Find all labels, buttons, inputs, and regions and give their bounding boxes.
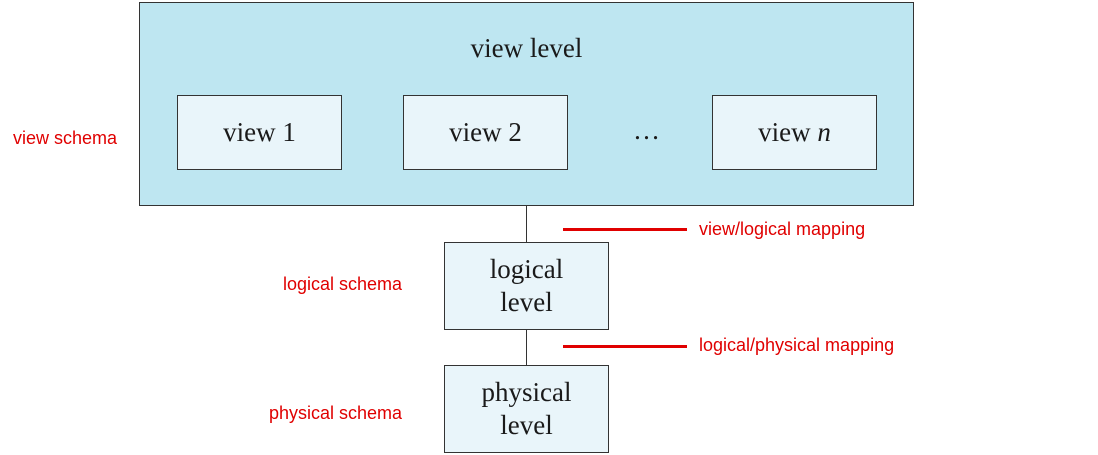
view-logical-mapping-line <box>563 228 687 231</box>
logical-level-line1: logical <box>489 254 564 284</box>
views-ellipsis: … <box>633 115 663 145</box>
connector-view-logical <box>526 206 527 242</box>
view-level-title: view level <box>470 33 583 63</box>
view-2-box: view 2 <box>403 95 568 170</box>
view-n-box: view n <box>712 95 877 170</box>
physical-schema-label: physical schema <box>269 403 403 423</box>
physical-level-line1: physical <box>481 377 572 407</box>
view-n-prefix: view <box>758 117 818 147</box>
view-2-label: view 2 <box>449 117 522 147</box>
view-1-box: view 1 <box>177 95 342 170</box>
view-n-variable: n <box>817 117 831 147</box>
logical-schema-label: logical schema <box>283 274 403 294</box>
view-1-label: view 1 <box>223 117 296 147</box>
logical-physical-mapping-label: logical/physical mapping <box>699 335 895 355</box>
logical-level-box: logical level <box>444 242 609 330</box>
view-logical-mapping-label: view/logical mapping <box>699 219 866 239</box>
connector-logical-physical <box>526 330 527 365</box>
physical-level-box: physical level <box>444 365 609 453</box>
logical-physical-mapping-line <box>563 345 687 348</box>
view-level-box: view level view 1 view 2 … view n <box>139 2 914 206</box>
view-n-label: view n <box>758 117 831 148</box>
view-schema-label: view schema <box>13 128 118 148</box>
physical-level-line2: level <box>500 410 553 440</box>
logical-level-line2: level <box>500 287 553 317</box>
